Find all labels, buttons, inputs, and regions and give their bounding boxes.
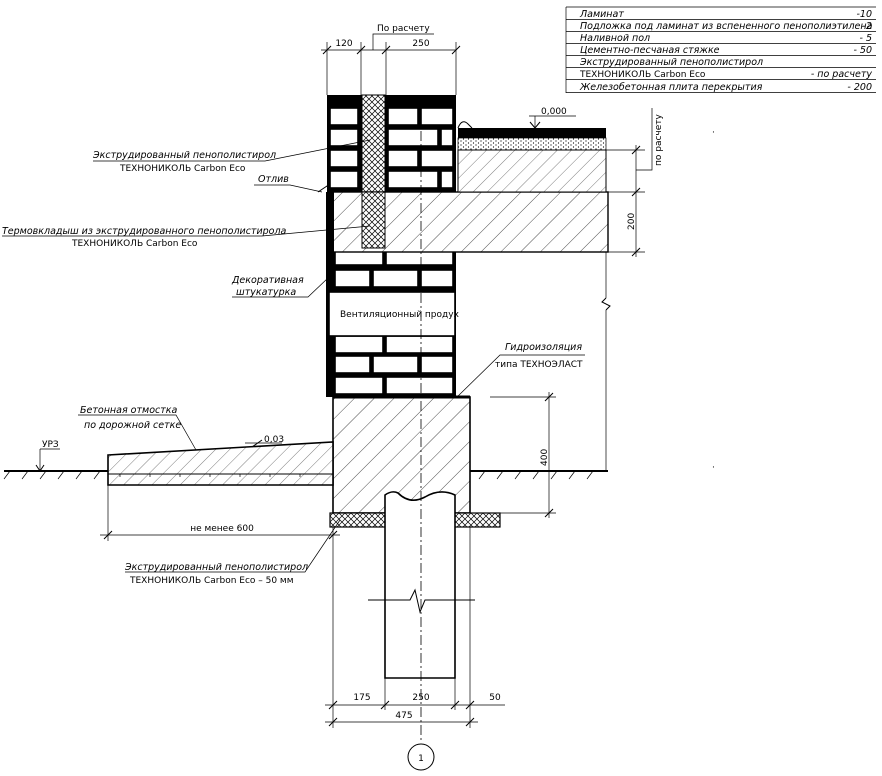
level-floor: 0,000 <box>541 107 567 117</box>
stray-mark-1: · <box>712 128 715 138</box>
floor-slab <box>332 191 609 253</box>
dim-top-right: 250 <box>412 39 429 49</box>
floor-buildup: 0,000 <box>457 107 607 193</box>
layer-name-7: Железобетонная плита перекрытия <box>579 82 763 93</box>
callouts: Экструдированный пенополистирол ТЕХНОНИК… <box>2 139 585 586</box>
label-thermo-b: ТЕХНОНИКОЛЬ Carbon Eco <box>71 239 198 249</box>
axis-marker-label: 1 <box>418 754 424 764</box>
label-plaster-a: Декоративная <box>231 275 304 286</box>
dim-right-insulation: по расчету <box>654 113 664 166</box>
label-xps-2b: ТЕХНОНИКОЛЬ Carbon Eco – 50 мм <box>129 576 294 586</box>
level-ground: УРЗ <box>42 440 59 450</box>
level-slope: 0,03 <box>264 435 284 445</box>
right-dimensions: по расчету 200 400 <box>490 108 664 518</box>
layer-value-4: - 50 <box>853 45 872 56</box>
vent-label: Вентиляционный продух <box>340 310 460 320</box>
dim-right-foundation: 400 <box>540 449 550 466</box>
layer-value-3: - 5 <box>860 33 873 44</box>
vent-opening: Вентиляционный продух <box>328 291 460 337</box>
layer-name-6: ТЕХНОНИКОЛЬ Carbon Eco <box>579 70 706 80</box>
label-otliv: Отлив <box>258 174 289 185</box>
foundation <box>329 395 501 679</box>
dim-top-callout: По расчету <box>377 24 430 34</box>
layer-value-2: -2 <box>863 21 872 32</box>
label-plaster-b: штукатурка <box>236 287 296 298</box>
axis-marker <box>407 743 435 771</box>
layer-name-1: Ламинат <box>579 9 624 20</box>
label-xps-1a: Экструдированный пенополистирол <box>92 150 276 161</box>
label-blind-a: Бетонная отмостка <box>80 405 178 416</box>
top-dimensions: 120 250 По расчету <box>321 24 461 95</box>
layer-name-5: Экструдированный пенополистирол <box>579 57 763 68</box>
label-hydro-a: Гидроизоляция <box>505 342 582 353</box>
dim-bottom-left: 175 <box>353 693 370 703</box>
layer-value-6: - по расчету <box>811 69 873 80</box>
label-xps-1b: ТЕХНОНИКОЛЬ Carbon Eco <box>119 164 246 174</box>
dim-top-left: 120 <box>335 39 352 49</box>
layer-value-7: - 200 <box>847 82 872 93</box>
stray-mark-2: · <box>712 463 715 473</box>
label-hydro-b: типа ТЕХНОЭЛАСТ <box>495 360 583 370</box>
layers-table: Ламинат -10 Подложка под ламинат из вспе… <box>565 6 876 93</box>
dim-bottom-mid: 250 <box>412 693 429 703</box>
ground: УРЗ 0,03 <box>3 435 608 486</box>
layer-name-3: Наливной пол <box>580 33 650 44</box>
label-thermo-a: Термовкладыш из экструдированного пенопо… <box>2 226 287 237</box>
layer-value-1: -10 <box>856 9 872 20</box>
dim-not-less: не менее 600 <box>190 524 254 534</box>
layer-name-4: Цементно-песчаная стяжке <box>580 45 720 56</box>
dim-bottom-total: 475 <box>395 711 412 721</box>
layer-name-2: Подложка под ламинат из вспененного пено… <box>580 21 873 32</box>
label-blind-b: по дорожной сетке <box>84 420 181 431</box>
dim-right-slab: 200 <box>627 213 637 230</box>
label-xps-2a: Экструдированный пенополистирол <box>124 562 308 573</box>
bottom-dimensions: 175 250 50 475 не менее 600 <box>100 485 505 728</box>
otliv-flashing <box>317 185 334 193</box>
dim-bottom-right: 50 <box>489 693 501 703</box>
